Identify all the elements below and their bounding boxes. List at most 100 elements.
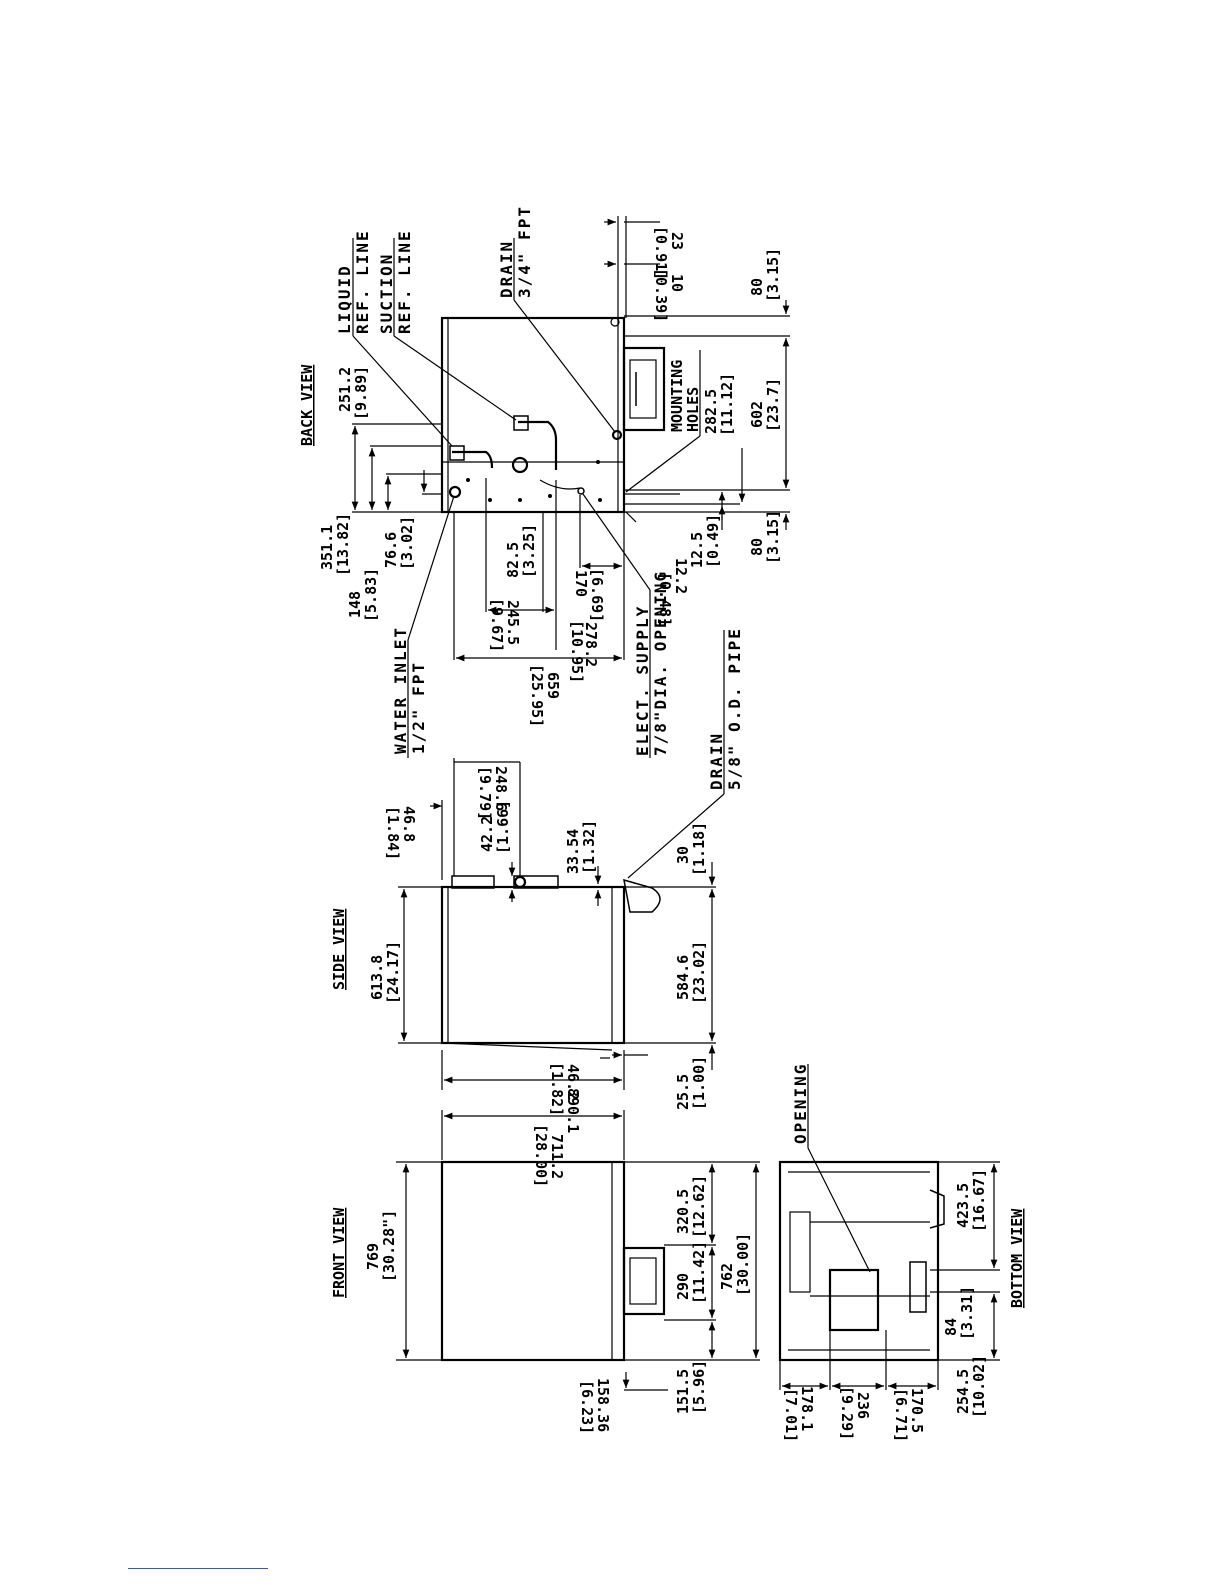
front-view: FRONT VIEW 711.2 [28.00] 769 [30.28"] 32…	[330, 1110, 760, 1434]
dim-769-in: [30.28"]	[380, 1210, 398, 1282]
dim-890-1: 890.1	[564, 1088, 582, 1133]
dim-46-2: 46.2	[564, 1064, 582, 1100]
dim-76-6-in: [3.02]	[398, 516, 416, 570]
dim-12-2: 12.2	[672, 558, 690, 594]
dim-170-5-in: [6.71]	[892, 1388, 910, 1442]
dim-278-2: 278.2	[582, 622, 600, 667]
dim-12-2-in: [0.48]	[656, 572, 674, 626]
drain-side-label: DRAIN	[707, 732, 726, 790]
dim-251-2-in: [9.89]	[352, 366, 370, 420]
dim-659-in: [25.95]	[528, 664, 546, 727]
suction-label: SUCTION	[377, 253, 396, 334]
dim-42-2-in: [1.66]	[494, 800, 512, 854]
dim-248-6: 248.6	[492, 766, 510, 811]
dim-10: 10	[668, 274, 686, 292]
front-view-label: FRONT VIEW	[330, 1207, 348, 1298]
liquid-fitting	[449, 445, 465, 461]
dim-178-1-in: [7.01]	[782, 1388, 800, 1442]
dim-12-5-in: [0.49]	[704, 514, 722, 568]
dim-148-in: [5.83]	[362, 568, 380, 622]
bottom-view-label: BOTTOM VIEW	[1008, 1208, 1026, 1308]
mounting-holes-label: HOLES	[684, 387, 702, 432]
dim-245-5: 245.5	[504, 600, 522, 645]
dim-584-6: 584.6	[674, 955, 692, 1000]
dim-151-5: 151.5	[674, 1369, 692, 1414]
suction-fitting	[513, 415, 529, 431]
dim-254-5: 254.5	[954, 1369, 972, 1414]
drain-port	[611, 429, 623, 441]
dim-254-5-in: [10.02]	[970, 1355, 988, 1418]
dim-148: 148	[346, 591, 364, 618]
footer-rule	[128, 1568, 268, 1569]
dim-711-2: 711.2	[548, 1134, 566, 1179]
dim-278-2-in: [10.95]	[568, 620, 586, 683]
dim-613-8: 613.8	[368, 955, 386, 1000]
dim-245-5-in: [9.67]	[488, 598, 506, 652]
elect-supply-label: ELECT. SUPPLY	[633, 605, 652, 756]
dim-251-2: 251.2	[336, 367, 354, 412]
dim-170-5: 170.5	[908, 1388, 926, 1433]
dim-711-2-in: [28.00]	[532, 1124, 550, 1187]
dim-10-in: [0.39]	[652, 268, 670, 322]
dim-151-5-in: [5.96]	[690, 1360, 708, 1414]
mounting-label: MOUNTING	[668, 360, 686, 432]
dim-351-1: 351.1	[318, 525, 336, 570]
drain-top-size-label: 3/4" FPT	[515, 205, 534, 298]
dim-84-in: [3.31]	[958, 1286, 976, 1340]
back-view: BACK VIEW LIQUID REF. LINE SUCTION REF. …	[298, 205, 790, 758]
dim-236-in: [9.29]	[838, 1386, 856, 1440]
side-view-housing	[440, 885, 626, 1045]
water-inlet-port	[448, 485, 462, 499]
dim-80-top-in: [3.15]	[764, 248, 782, 302]
liquid-label: LIQUID	[335, 264, 354, 334]
dim-82-5-in: [3.25]	[520, 524, 538, 578]
water-inlet-label: WATER INLET	[391, 626, 410, 754]
mounting-bracket	[622, 346, 666, 432]
dim-423-5-in: [16.67]	[970, 1169, 988, 1232]
suction-line-pipe	[518, 420, 558, 470]
drain-side-size-label: 5/8" O.D. PIPE	[725, 627, 744, 790]
dim-351-1-in: [13.82]	[334, 513, 352, 576]
dim-84: 84	[942, 1318, 960, 1336]
dim-236: 236	[854, 1392, 872, 1419]
dim-25-5-in: [1.00]	[690, 1056, 708, 1110]
dim-42-2: 42.2	[478, 816, 496, 852]
dim-282-5-in: [11.12]	[718, 373, 736, 436]
drain-top-label: DRAIN	[497, 240, 516, 298]
dim-170-in: [6.69]	[588, 568, 606, 622]
dim-320-5-in: [12.62]	[690, 1175, 708, 1238]
dim-30-in: [1.18]	[690, 822, 708, 876]
bottom-view-housing	[778, 1160, 940, 1362]
dim-290: 290	[674, 1273, 692, 1300]
dim-423-5: 423.5	[954, 1183, 972, 1228]
dim-178-1: 178.1	[798, 1386, 816, 1431]
liquid-ref-line-label: REF. LINE	[353, 229, 372, 334]
bottom-opening	[828, 1268, 880, 1332]
dim-282-5: 282.5	[702, 389, 720, 434]
drain-pipe-stub	[623, 878, 661, 913]
dim-76-6: 76.6	[382, 532, 400, 568]
opening-label: OPENING	[791, 1063, 810, 1144]
dim-584-6-in: [23.02]	[690, 941, 708, 1004]
dim-80-top: 80	[748, 278, 766, 296]
dim-23-in: [0.91]	[652, 226, 670, 280]
dim-80-bottom-in: [3.15]	[764, 510, 782, 564]
elect-supply-port	[577, 487, 585, 495]
side-view-label: SIDE VIEW	[330, 908, 348, 990]
dim-46-8: 46.8	[400, 806, 418, 842]
dim-30: 30	[674, 846, 692, 864]
dim-33-54-in: [1.32]	[580, 820, 598, 874]
dim-762: 762	[718, 1263, 736, 1290]
front-view-housing	[440, 1160, 626, 1362]
dim-762-in: [30.00]	[734, 1233, 752, 1296]
liquid-line-pipe	[452, 450, 494, 469]
suction-ref-line-label: REF. LINE	[395, 229, 414, 334]
dim-290-in: [11.42]	[690, 1241, 708, 1304]
back-view-label: BACK VIEW	[298, 364, 316, 446]
elect-opening-label: 7/8"DIA. OPENING	[651, 570, 670, 756]
dim-769: 769	[364, 1243, 382, 1270]
dim-25-5: 25.5	[674, 1074, 692, 1110]
dim-170: 170	[572, 570, 590, 597]
dim-602-in: [23.7]	[764, 378, 782, 432]
